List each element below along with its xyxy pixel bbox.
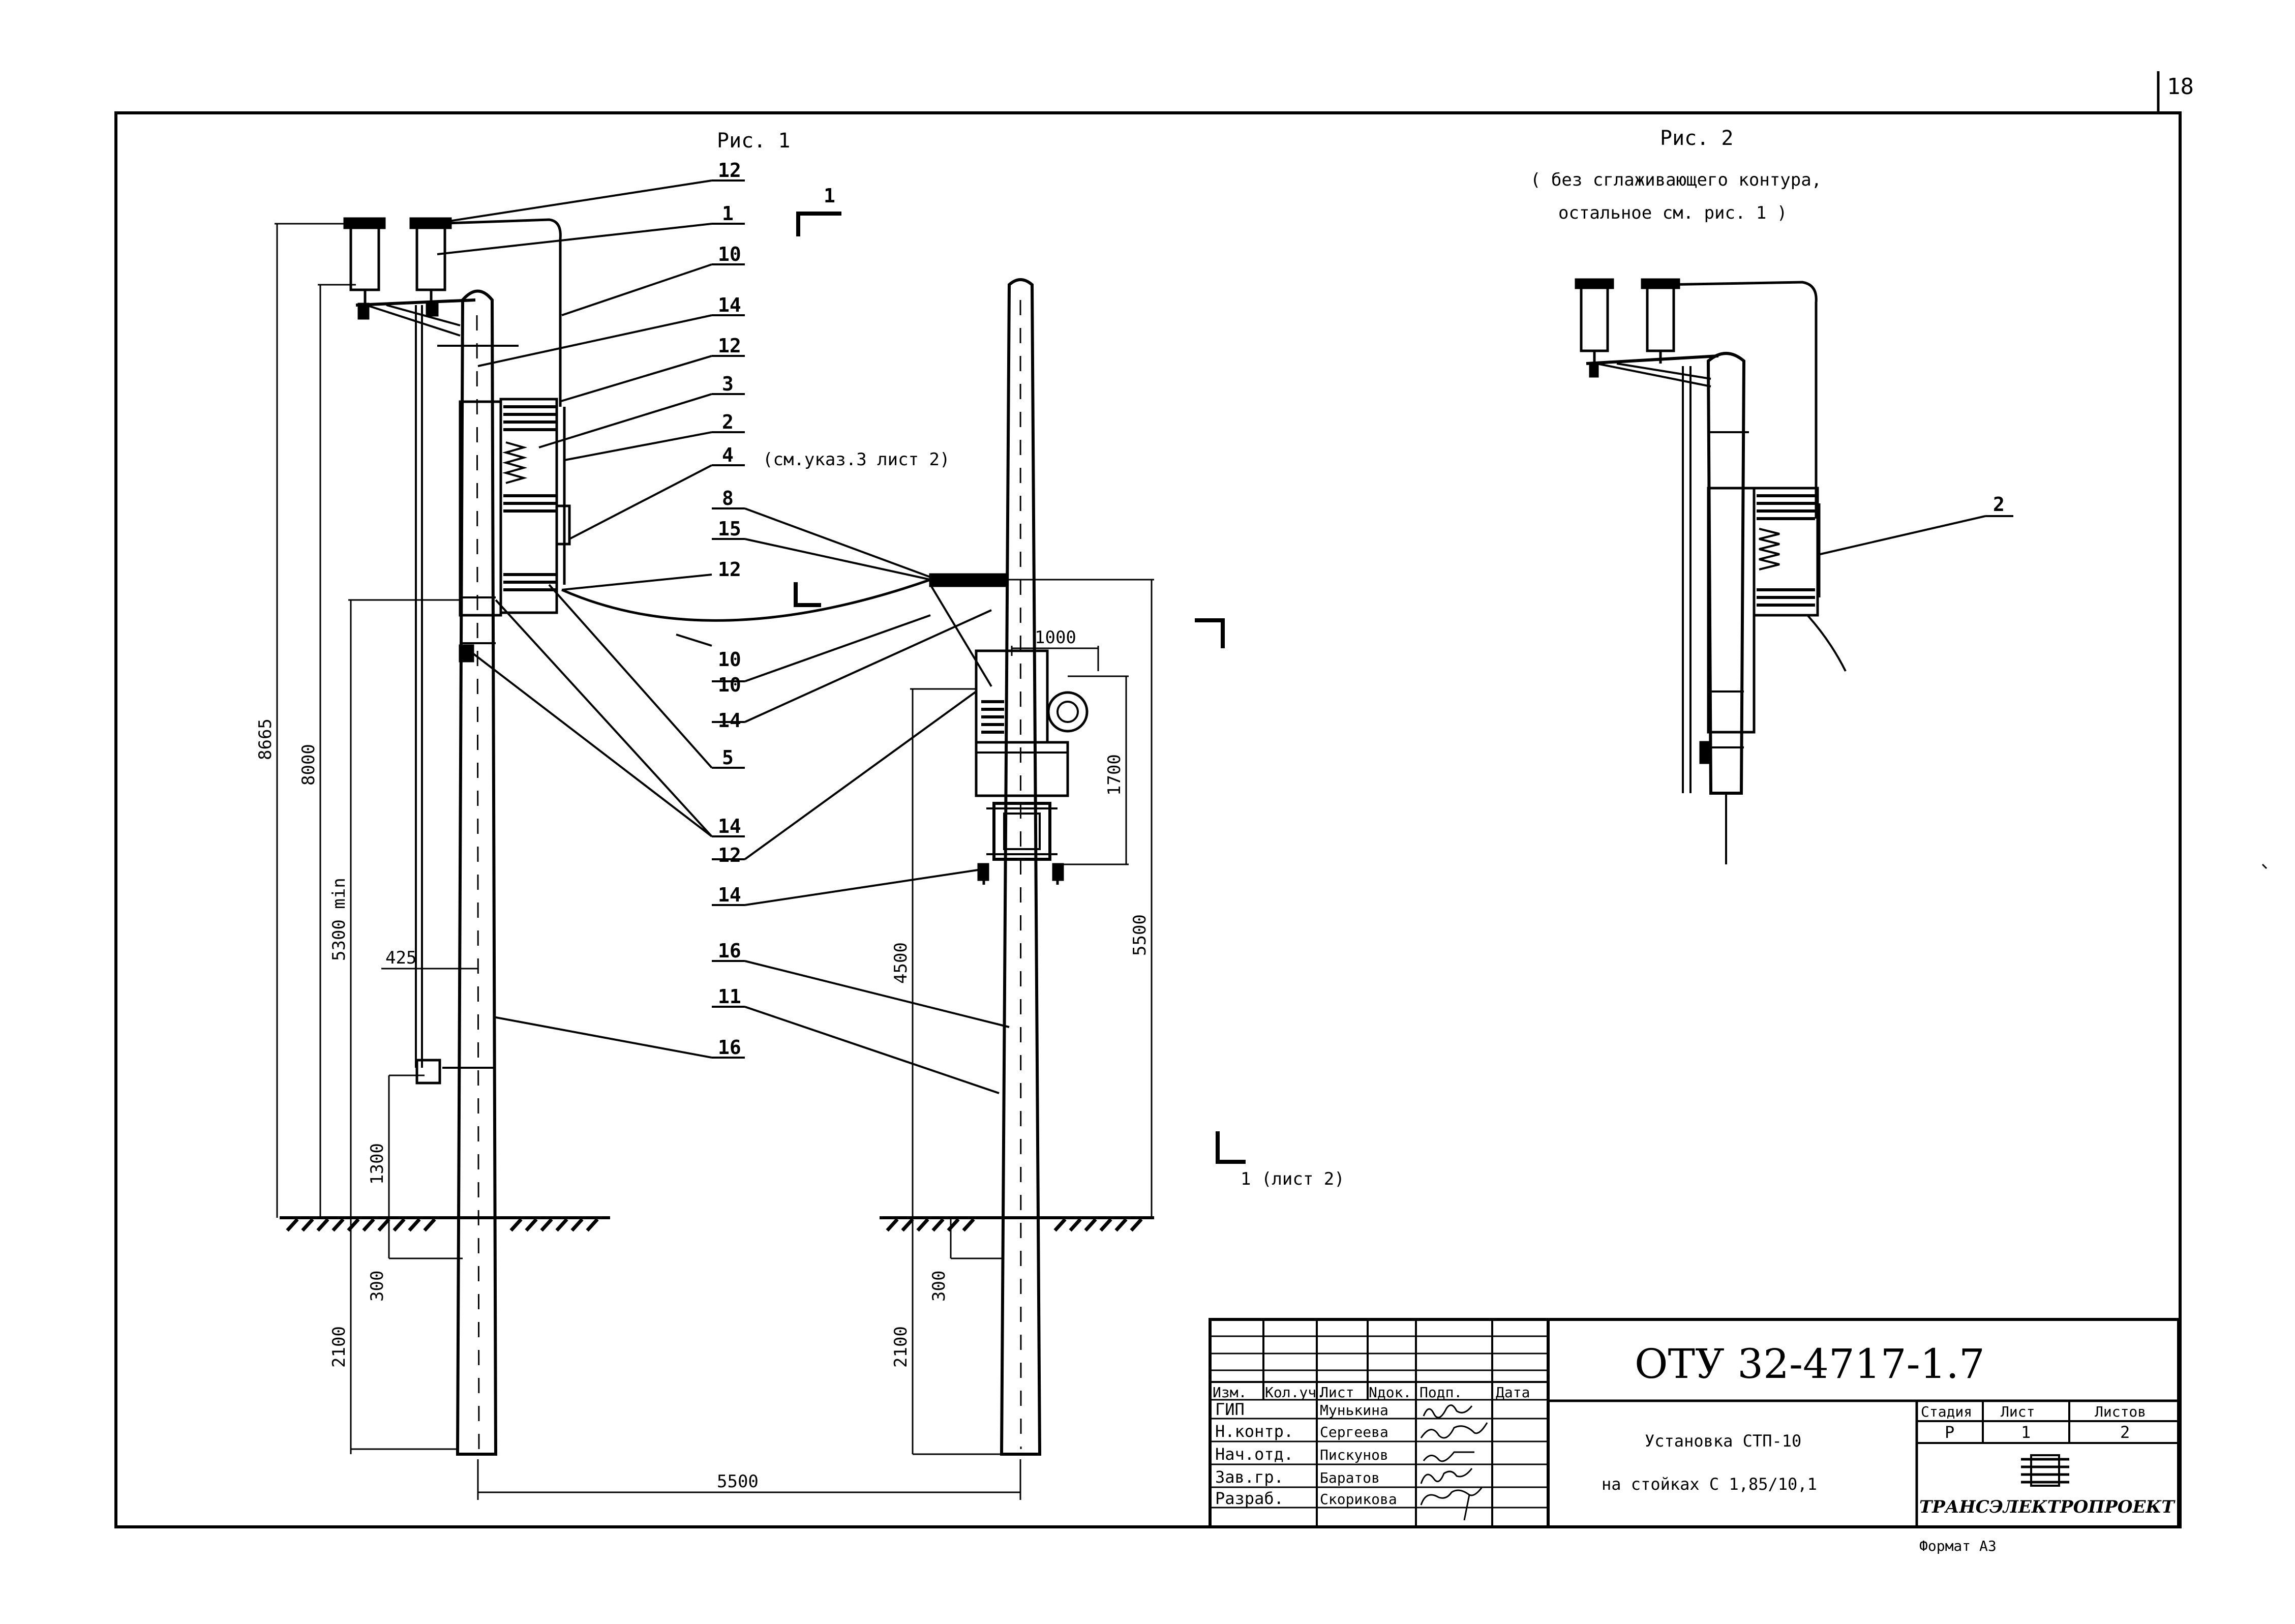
- dim-8665: 8665: [255, 718, 276, 760]
- tb-role-nachotd: Нач.отд.: [1215, 1445, 1293, 1464]
- fig1-side-pole: [929, 278, 1089, 1456]
- section-mark-right: [794, 582, 1246, 1164]
- tb-name-gip: Мунькина: [1320, 1402, 1388, 1419]
- tb-role-nkontr: Н.контр.: [1215, 1422, 1293, 1441]
- organization-name: ТРАНСЭЛЕКТРОПРОЕКТ: [1919, 1497, 2176, 1517]
- tb-name-zavgr: Баратов: [1320, 1469, 1380, 1486]
- callout-2: 2: [722, 411, 734, 433]
- callout-14d: 14: [718, 884, 741, 906]
- callout-16a: 16: [718, 940, 741, 962]
- tb-sheets-value: 2: [2120, 1423, 2130, 1442]
- tb-header-ndok: Nдок.: [1369, 1384, 1411, 1401]
- dim-8000: 8000: [298, 744, 319, 786]
- dim-5500-span: 5500: [717, 1471, 759, 1492]
- dim-300-left: 300: [367, 1271, 387, 1302]
- tb-sheet-label: Лист: [2001, 1403, 2035, 1420]
- callout-10c: 10: [718, 674, 741, 696]
- sheet-corner-number: 18: [2167, 74, 2194, 100]
- callout-12a: 12: [718, 159, 741, 182]
- callout-12c: 12: [718, 558, 741, 581]
- fig1-pole-assembly: [343, 217, 931, 1456]
- callout-14a: 14: [718, 294, 741, 316]
- callout-5: 5: [722, 746, 734, 769]
- tb-stage-value: Р: [1945, 1423, 1954, 1442]
- tb-sheets-label: Листов: [2095, 1403, 2146, 1420]
- dim-4500: 4500: [891, 942, 911, 984]
- title-block-text: ОТУ 32-4717-1.7 Изм. Кол.уч. Лист Nдок. …: [1213, 1340, 2176, 1554]
- dim-1000: 1000: [1035, 627, 1076, 648]
- dim-5300: 5300 min: [329, 878, 349, 961]
- callout-8: 8: [722, 487, 734, 509]
- tb-header-podp: Подп.: [1420, 1384, 1462, 1401]
- dimension-labels: 8665 8000 5300 min 425 1300 300 2100 550…: [255, 627, 1150, 1492]
- tb-header-izm: Изм.: [1213, 1384, 1247, 1401]
- callout-11: 11: [718, 985, 741, 1008]
- callout-16b: 16: [718, 1036, 741, 1059]
- section-ref-label: 1 (лист 2): [1241, 1169, 1345, 1189]
- tb-role-zavgr: Зав.гр.: [1215, 1467, 1284, 1487]
- fig1-callout-labels: 12 1 10 14 12 3 2 4 5 14 16: [718, 159, 741, 1059]
- tb-header-data: Дата: [1496, 1384, 1530, 1401]
- section-mark-top: [796, 212, 841, 236]
- tb-name-razrab: Скорикова: [1320, 1491, 1397, 1508]
- callout-3: 3: [722, 373, 734, 395]
- fig2-note-line1: ( без сглаживающего контура,: [1530, 170, 1822, 190]
- callout-14b: 14: [718, 709, 741, 732]
- tb-title-line1: Установка СТП-10: [1645, 1431, 1801, 1451]
- fig2-title: Рис. 2: [1660, 127, 1734, 150]
- tb-sheet-value: 1: [2021, 1423, 2031, 1442]
- tb-role-gip: ГИП: [1215, 1400, 1245, 1419]
- fig2-pole-assembly: [1575, 278, 1847, 864]
- fig1-title: Рис. 1: [717, 129, 791, 153]
- callout-10a: 10: [718, 243, 741, 265]
- tb-header-list: Лист: [1320, 1384, 1354, 1401]
- tb-name-nkontr: Сергеева: [1320, 1424, 1388, 1440]
- tb-header-kol: Кол.уч.: [1265, 1384, 1325, 1401]
- side-pole-callout-labels: 8 15 12 10 10 14 12 14 16 11: [718, 487, 741, 1008]
- callout-12d: 12: [718, 844, 741, 866]
- dimension-lines: [275, 223, 1154, 1500]
- tb-stage-label: Стадия: [1921, 1403, 1972, 1420]
- dim-300-right: 300: [929, 1271, 949, 1302]
- dim-2100-right: 2100: [891, 1326, 911, 1368]
- format-label: Формат А3: [1919, 1538, 1997, 1554]
- signatures: [1420, 1404, 1488, 1521]
- callout-10b: 10: [718, 648, 741, 671]
- fig1-callout-leaders: [432, 179, 745, 1059]
- callout-12b: 12: [718, 335, 741, 357]
- document-code: ОТУ 32-4717-1.7: [1635, 1340, 1985, 1388]
- tb-title-line2: на стойках С 1,85/10,1: [1602, 1475, 1817, 1494]
- dim-5500-right: 5500: [1130, 914, 1150, 956]
- callout-14c: 14: [718, 815, 741, 837]
- fig2-note-line2: остальное см. рис. 1 ): [1558, 203, 1787, 223]
- side-pole-callout-leaders: [676, 507, 1010, 1094]
- title-block: [1209, 1318, 2180, 1528]
- tb-name-nachotd: Пискунов: [1320, 1447, 1388, 1463]
- dim-425: 425: [385, 948, 416, 968]
- ground-line-right: [880, 1216, 1154, 1232]
- dim-2100-left: 2100: [329, 1326, 349, 1368]
- see-note-text: (см.указ.3 лист 2): [763, 449, 950, 470]
- fig2-callout-2: 2: [1993, 493, 2005, 516]
- ground-line-left: [280, 1216, 610, 1232]
- callout-4: 4: [722, 444, 734, 466]
- callout-15: 15: [718, 518, 741, 540]
- section-mark-top-label: 1: [824, 185, 835, 207]
- drawing-frame: [114, 71, 2182, 1528]
- frame-edge-tick: [2261, 863, 2268, 869]
- dim-1700: 1700: [1104, 754, 1125, 796]
- organization-logo: [2021, 1454, 2069, 1487]
- fig2-callout: [1820, 515, 2013, 555]
- tb-role-razrab: Разраб.: [1215, 1489, 1284, 1508]
- dim-1300: 1300: [367, 1143, 387, 1185]
- callout-1: 1: [722, 202, 734, 225]
